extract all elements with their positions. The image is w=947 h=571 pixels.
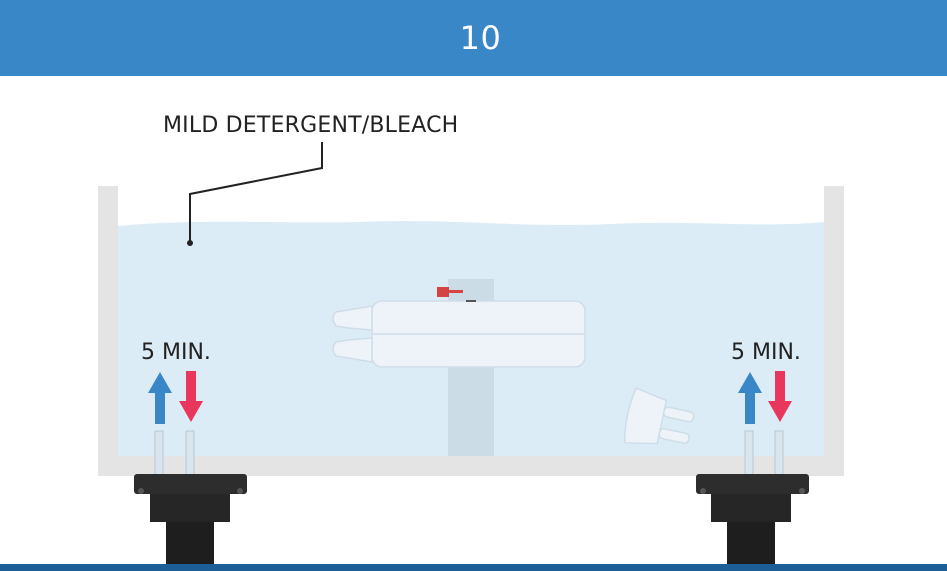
flow-up-arrow-icon <box>738 372 762 424</box>
adapter-piece <box>623 387 695 445</box>
soaking-tub <box>98 186 844 476</box>
callout-leader <box>189 142 323 243</box>
detergent-label: MILD DETERGENT/BLEACH <box>163 113 459 138</box>
step-number: 10 <box>459 19 502 57</box>
flow-down-arrow-icon <box>179 371 203 422</box>
flow-down-arrow-icon <box>768 371 792 422</box>
left-station <box>134 371 247 564</box>
callout-dot <box>187 240 193 246</box>
right-station <box>696 371 809 564</box>
step-header: 10 <box>0 0 947 76</box>
stand-mark <box>466 300 476 302</box>
bottom-bar <box>0 564 947 571</box>
right-time-label: 5 MIN. <box>731 340 801 365</box>
bottle <box>332 300 586 368</box>
left-time-label: 5 MIN. <box>141 340 211 365</box>
manifold-base <box>134 474 247 564</box>
red-marker <box>437 287 463 297</box>
flow-up-arrow-icon <box>148 372 172 424</box>
manifold-base <box>696 474 809 564</box>
